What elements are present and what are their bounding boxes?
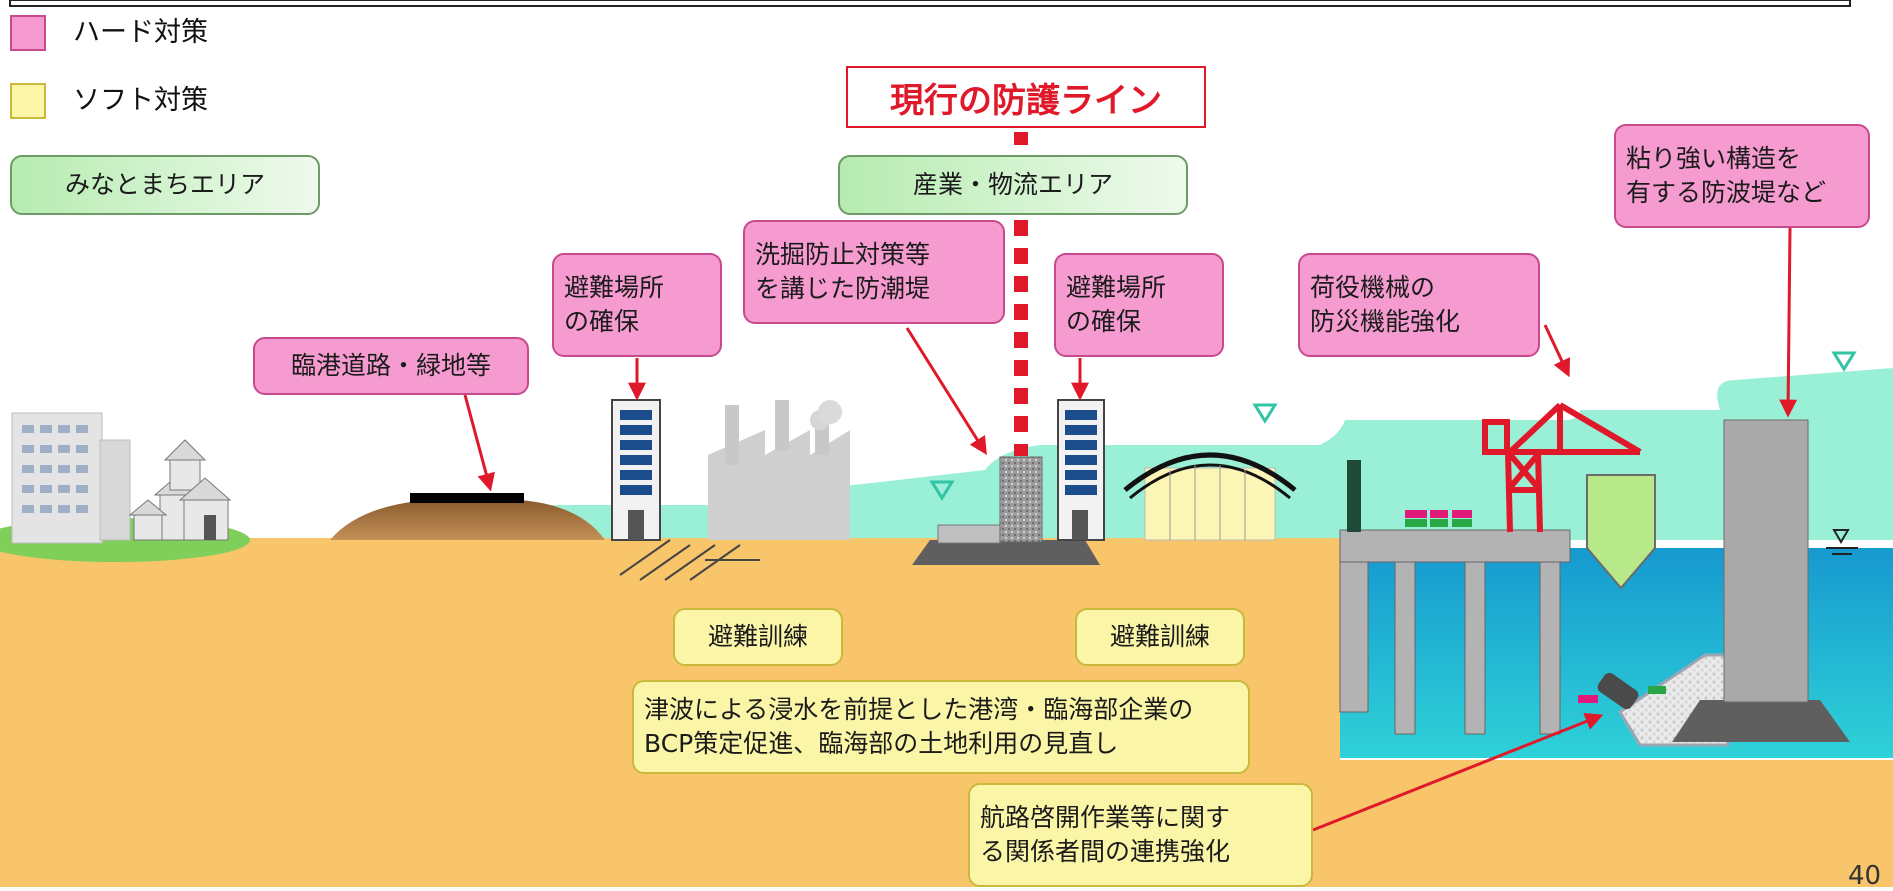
measure-seawall: 洗掘防止対策等 を講じた防潮堤 xyxy=(743,220,1005,324)
floating-caisson xyxy=(1586,474,1656,590)
measure-bcp: 津波による浸水を前提とした港湾・臨海部企業の BCP策定促進、臨海部の土地利用の… xyxy=(632,680,1250,774)
breakwater-base xyxy=(1672,700,1850,742)
measure-cargo-equipment: 荷役機械の 防災機能強化 xyxy=(1298,253,1540,357)
measure-drill-right: 避難訓練 xyxy=(1075,608,1245,666)
sea-level-marker xyxy=(1826,529,1858,555)
legend-hard-swatch xyxy=(10,15,46,51)
page-number: 40 xyxy=(1848,861,1882,891)
defense-line-title: 現行の防護ライン xyxy=(846,66,1206,128)
breakwater-caisson xyxy=(1723,419,1809,703)
legend-soft-swatch xyxy=(10,83,46,119)
factory xyxy=(708,400,850,540)
defense-line-dashes xyxy=(1014,132,1028,456)
callout-arrows xyxy=(463,227,1798,832)
legend-hard-label: ハード対策 xyxy=(73,17,208,48)
gantry-crane xyxy=(1482,402,1642,533)
area-industrial: 産業・物流エリア xyxy=(838,155,1188,215)
frame-top-border xyxy=(9,0,1851,7)
seawall xyxy=(912,456,1100,565)
coastal-road-surface xyxy=(410,493,524,503)
shelter-building-right xyxy=(1057,399,1105,541)
measure-coastal-road: 臨港道路・緑地等 xyxy=(253,337,529,395)
coastal-road-mound xyxy=(330,500,605,540)
tsunami-level-markers xyxy=(929,351,1857,501)
measure-coordination: 航路啓開作業等に関す る関係者間の連携強化 xyxy=(968,783,1313,887)
area-port-town: みなとまちエリア xyxy=(10,155,320,215)
sunken-debris xyxy=(1578,672,1666,710)
measure-shelter-right: 避難場所 の確保 xyxy=(1054,253,1224,357)
pier xyxy=(1339,460,1571,735)
warehouse xyxy=(1123,452,1297,541)
city-buildings xyxy=(11,412,232,544)
legend-soft-label: ソフト対策 xyxy=(73,85,208,116)
measure-shelter-left: 避難場所 の確保 xyxy=(552,253,722,357)
foundation-piles xyxy=(619,539,760,581)
shelter-building-left xyxy=(611,399,661,541)
measure-breakwater: 粘り強い構造を 有する防波堤など xyxy=(1614,124,1870,228)
measure-drill-left: 避難訓練 xyxy=(673,608,843,666)
